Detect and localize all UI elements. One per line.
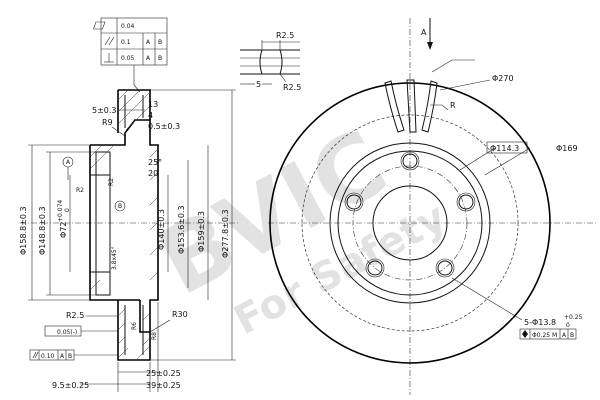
dim-angle-25: 25° <box>148 158 162 167</box>
top-right-radius-label: R2.5 <box>283 83 301 92</box>
outer-edge <box>269 82 551 364</box>
position-ref-b: B <box>570 332 574 339</box>
dim-114-3: Φ114.3 <box>490 144 519 153</box>
dim-r6: R6 <box>131 322 138 330</box>
dim-169: Φ169 <box>556 144 578 153</box>
perpendicularity-ref-b: B <box>158 55 162 62</box>
top-radius-label: R2.5 <box>276 31 294 40</box>
position-modifier: M <box>552 332 557 339</box>
flatness-callout: 0.05(-) <box>57 329 77 336</box>
dim-r9: R9 <box>102 118 113 127</box>
dim-13: 13 <box>148 100 158 109</box>
view-label: A <box>421 28 427 37</box>
vane-slots <box>384 79 438 133</box>
hub-edge <box>337 150 483 296</box>
bolt-hole <box>346 194 362 210</box>
dim-r2-5: R2.5 <box>66 311 84 320</box>
perpendicularity-value: 0.05 <box>121 55 135 62</box>
dim-r: R <box>450 101 456 110</box>
dim-158-8: Φ158.8±0.3 <box>19 206 28 255</box>
datum-a: A <box>66 159 71 166</box>
parallelism-value: 0.1 <box>121 39 131 46</box>
dim-4: 4 <box>148 111 153 120</box>
bolt-hole <box>458 194 474 210</box>
dim-148-8: Φ148.8±0.3 <box>38 206 47 255</box>
dim-r8: R8 <box>151 332 158 340</box>
watermark: BVIC For Safety <box>142 109 454 344</box>
dim-140: Φ140±0.3 <box>157 209 166 250</box>
bolt-holes <box>344 151 476 278</box>
bolt-hole <box>367 260 383 276</box>
dim-72: Φ72 <box>59 222 68 238</box>
dim-153-6: Φ153.6±0.3 <box>177 205 186 254</box>
flatness-symbol <box>93 21 106 30</box>
dim-72-tol-lo: 0 <box>64 208 71 212</box>
dim-r2-left: R2 <box>76 187 84 194</box>
position-ref-a: A <box>562 332 567 339</box>
hole-spec: 5-Φ13.8 <box>524 318 556 327</box>
parallelism-symbol <box>104 36 111 46</box>
bolt-hole <box>437 260 453 276</box>
hole-tol-up: +0.25 <box>564 314 583 321</box>
dim-72-tol-up: +0.074 <box>57 200 64 222</box>
perpendicularity-ref-a: A <box>146 55 151 62</box>
bolt-circle <box>352 165 468 281</box>
dim-25: 25±0.25 <box>146 369 181 378</box>
dim-r30: R30 <box>172 310 188 319</box>
flatness-value: 0.04 <box>121 23 135 30</box>
parallelism-callout: 0.10 <box>41 353 55 360</box>
section-hatching <box>89 89 159 361</box>
center-bore <box>372 185 448 261</box>
front-view: Φ270 R Φ114.3 Φ169 5-Φ13.8 +0.25 0 Φ0.25… <box>268 59 598 364</box>
hole-tol-lo: 0 <box>566 322 570 329</box>
bolt-hole <box>402 153 418 169</box>
dim-39: 39±0.25 <box>146 381 181 390</box>
datum-b: B <box>118 203 122 210</box>
parallelism-ref-a: A <box>146 39 151 46</box>
vane-section-view: R2.5 5 R2.5 <box>240 31 301 92</box>
cross-section-view: Φ158.8±0.3 Φ148.8±0.3 Φ72 +0.074 0 Φ140±… <box>19 89 240 392</box>
parallelism-callout-ref-a: A <box>60 353 65 360</box>
dim-270: Φ270 <box>492 74 514 83</box>
top-width-label: 5 <box>256 80 261 89</box>
dim-9-5: 9.5±0.25 <box>52 381 89 390</box>
dim-20: 20 <box>148 169 158 178</box>
view-arrow: A <box>409 18 433 395</box>
dim-159: Φ159±0.3 <box>197 211 206 252</box>
vent-circle <box>301 114 519 332</box>
parallelism-callout-ref-b: B <box>68 353 72 360</box>
dim-chamfer: 3.8x45° <box>111 246 118 270</box>
tolerance-frame: 0.04 0.1 A B 0.05 A B <box>93 17 168 93</box>
dim-5: 5±0.3 <box>92 106 117 115</box>
position-tolerance: Φ0.25 <box>532 332 550 339</box>
dim-277-8: Φ277.8±0.3 <box>221 209 230 258</box>
parallelism-ref-b: B <box>158 39 162 46</box>
hat-edge <box>329 142 491 304</box>
dim-r2-mid: R2 <box>108 178 115 186</box>
dim-0-5: 0.5±0.3 <box>148 122 180 131</box>
